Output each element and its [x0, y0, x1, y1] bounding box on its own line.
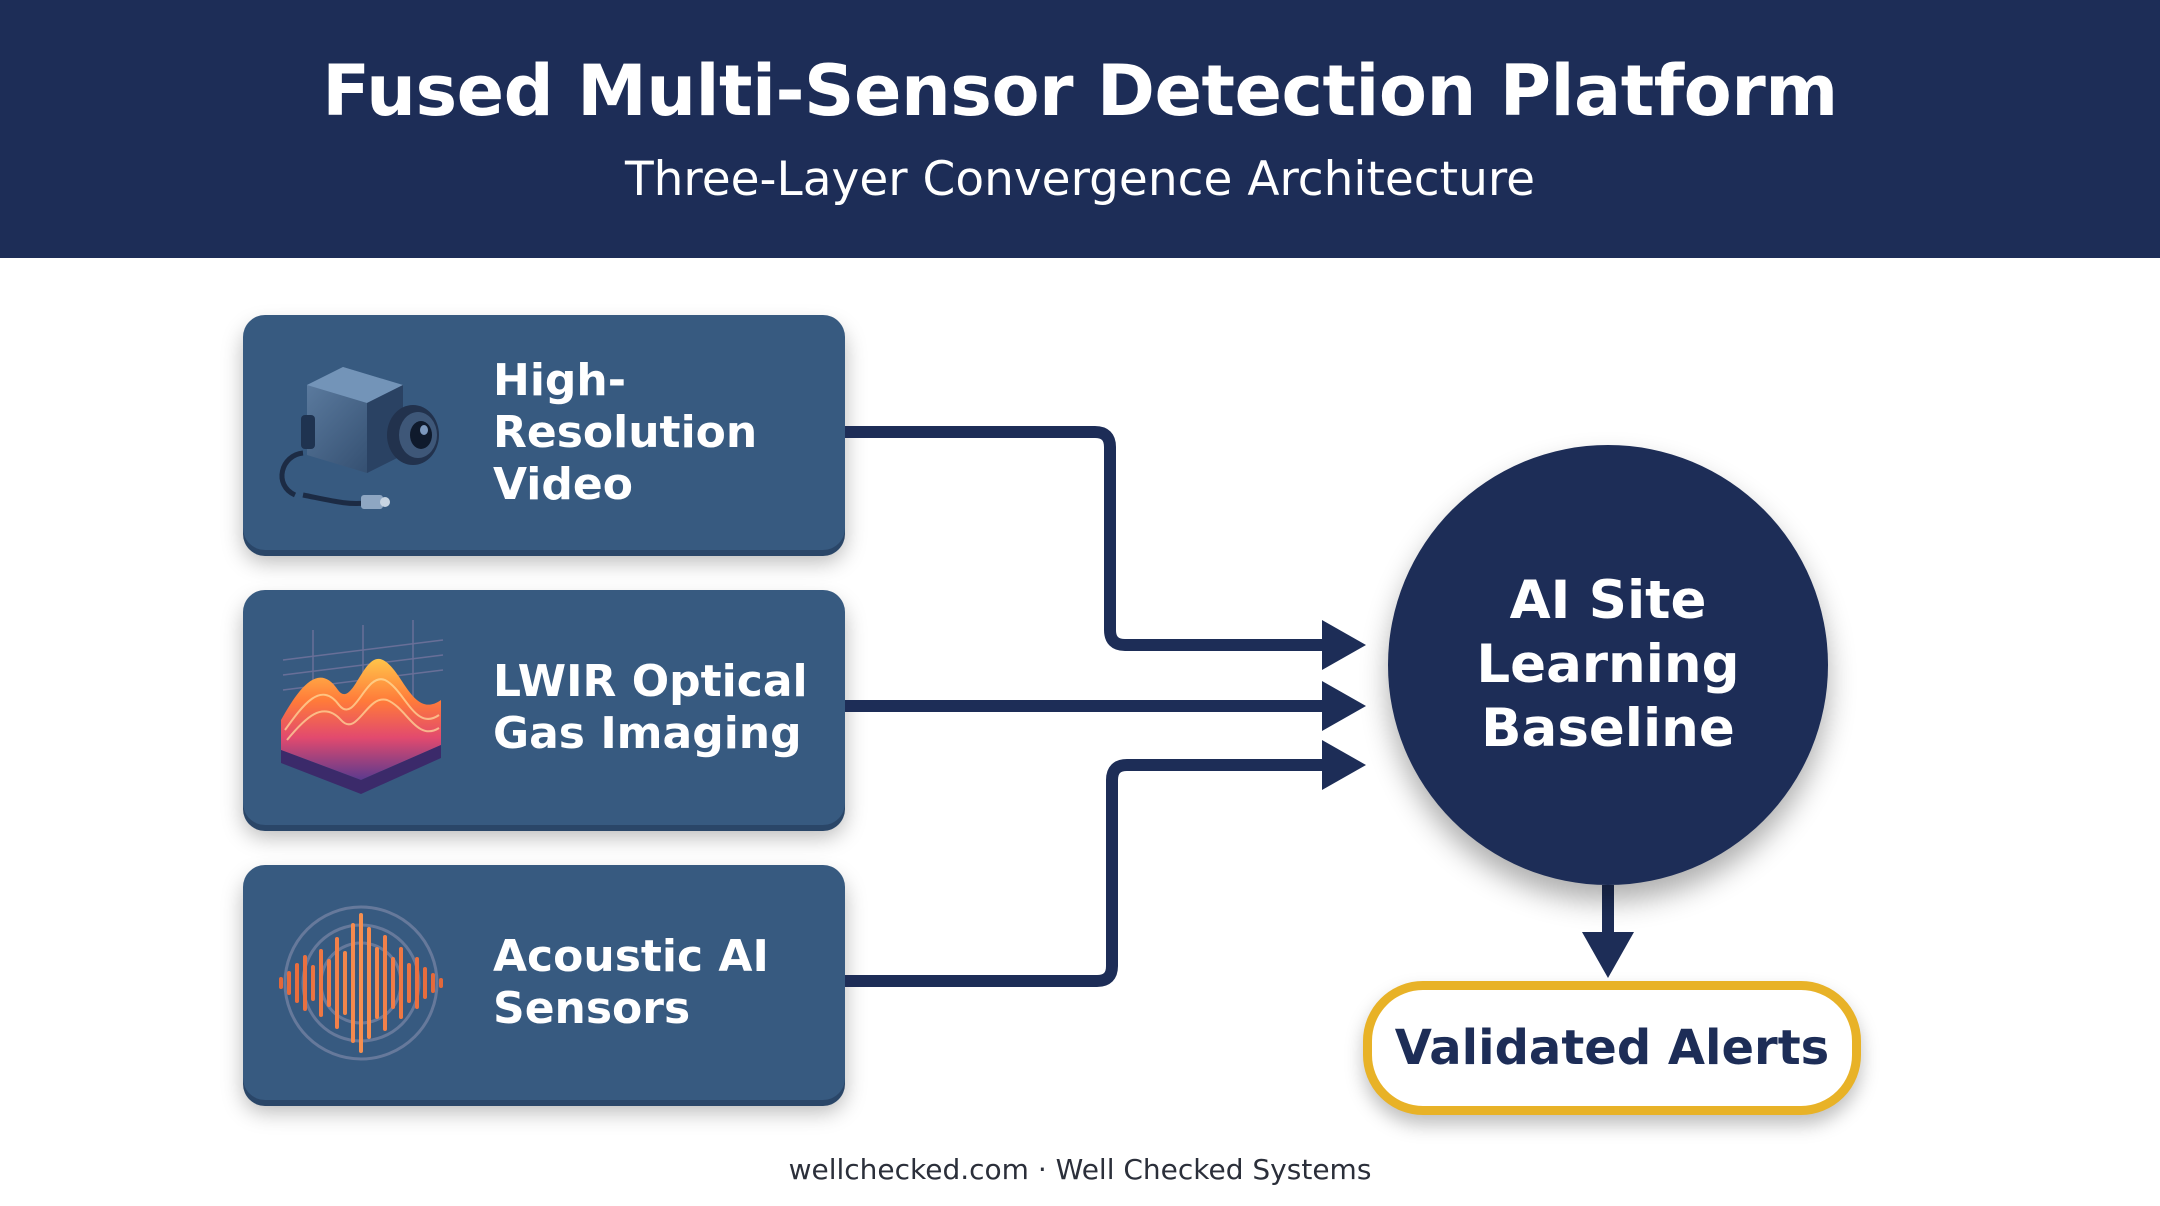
video-camera-icon — [279, 367, 439, 509]
header-banner: Fused Multi-Sensor Detection Platform Th… — [0, 0, 2160, 258]
sensor-card-lwir: LWIR Optical Gas Imaging — [243, 590, 845, 825]
thermal-surface-icon — [281, 620, 444, 794]
page-subtitle: Three-Layer Convergence Architecture — [624, 152, 1536, 207]
sensor-label-acoustic: Acoustic AI Sensors — [493, 930, 769, 1034]
sound-wave-icon — [279, 905, 443, 1061]
sensor-label-lwir: LWIR Optical Gas Imaging — [493, 655, 808, 759]
hub-label: AI Site Learning Baseline — [1476, 570, 1740, 759]
sensor-label-video: High- Resolution Video — [493, 354, 758, 510]
arrowhead-alerts — [1582, 932, 1634, 978]
sensor-card-video: High- Resolution Video — [243, 315, 845, 550]
arrowhead-acoustic — [1322, 740, 1366, 790]
sensor-card-acoustic: Acoustic AI Sensors — [243, 865, 845, 1100]
page-title: Fused Multi-Sensor Detection Platform — [322, 50, 1838, 132]
arrowhead-lwir — [1322, 681, 1366, 731]
footer-credit: wellchecked.com · Well Checked Systems — [788, 1153, 1372, 1186]
alerts-label: Validated Alerts — [1394, 1020, 1830, 1076]
validated-alerts-box: Validated Alerts — [1363, 981, 1861, 1115]
connector-video — [845, 426, 1330, 651]
ai-baseline-hub: AI Site Learning Baseline — [1388, 445, 1828, 885]
connector-acoustic — [845, 759, 1330, 987]
arrowhead-video — [1322, 620, 1366, 670]
